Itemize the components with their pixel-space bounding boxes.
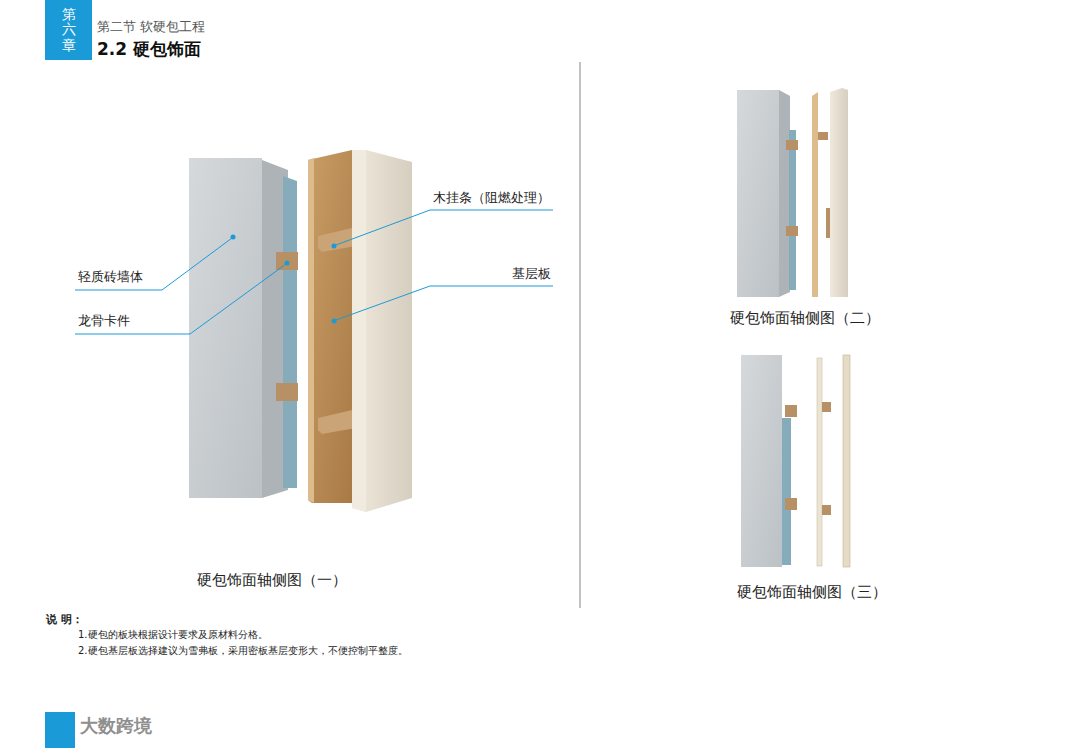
- wall-front: [189, 158, 262, 498]
- wood-strip: [822, 402, 831, 412]
- wall-front: [737, 90, 779, 297]
- wall-front: [741, 355, 782, 567]
- note-text: 1.硬包的板块根据设计要求及原材料分格。: [78, 629, 268, 641]
- leader-line: [336, 286, 553, 320]
- chapter-tab: 第六章: [45, 0, 92, 60]
- chapter-label: 第六章: [62, 7, 76, 53]
- finish-panel: [843, 355, 850, 567]
- base-board: [308, 150, 356, 503]
- base-board: [812, 92, 818, 297]
- metal-keel: [789, 130, 796, 290]
- figure-caption: 硬包饰面轴侧图（三）: [737, 583, 887, 601]
- leader-dots: [231, 235, 337, 324]
- part-label: 轻质砖墙体: [78, 269, 143, 285]
- section-title: 2.2 硬包饰面: [97, 39, 201, 59]
- axonometric-view-2: [737, 88, 848, 297]
- keel-clip: [786, 226, 798, 236]
- metal-keel: [782, 418, 791, 565]
- figure-caption: 硬包饰面轴侧图（一）: [197, 571, 347, 589]
- leader-dot: [285, 261, 290, 266]
- leader-line: [75, 264, 286, 334]
- leader-dot: [231, 235, 236, 240]
- base-board-edge: [308, 158, 314, 503]
- axonometric-view-1: [189, 150, 412, 512]
- finish-panel: [352, 150, 412, 512]
- keel-clip: [276, 252, 298, 270]
- leader-dot: [332, 319, 337, 324]
- finish-panel-edge: [352, 150, 366, 512]
- part-label: 龙骨卡件: [78, 313, 130, 329]
- leader-line: [75, 238, 232, 290]
- note-text: 2.硬包基层板选择建议为雪弗板，采用密板基层变形大，不便控制平整度。: [78, 645, 408, 657]
- section-heading: 第二节 软硬包工程: [97, 19, 205, 35]
- leader-dot: [332, 244, 337, 249]
- note-heading: 说 明：: [46, 613, 83, 626]
- keel-clip: [276, 383, 298, 401]
- keel-clip: [785, 498, 797, 510]
- page-tab: [45, 712, 75, 748]
- part-label: 木挂条（阻燃处理）: [433, 190, 550, 206]
- axonometric-view-3: [741, 355, 850, 567]
- wood-strip: [318, 410, 356, 434]
- finish-panel: [830, 88, 848, 297]
- keel-clip: [786, 140, 798, 150]
- wood-strip: [822, 505, 831, 515]
- leader-lines: [75, 210, 553, 334]
- divider-line: [579, 62, 580, 608]
- figure-caption: 硬包饰面轴侧图（二）: [730, 309, 880, 327]
- watermark: 大数跨境: [80, 715, 152, 737]
- metal-keel: [283, 176, 297, 488]
- base-board: [817, 358, 822, 566]
- part-label: 基层板: [512, 266, 551, 282]
- keel-clip: [785, 405, 797, 417]
- leader-line: [336, 210, 553, 245]
- wood-strip: [818, 132, 828, 140]
- wall-side: [779, 90, 790, 297]
